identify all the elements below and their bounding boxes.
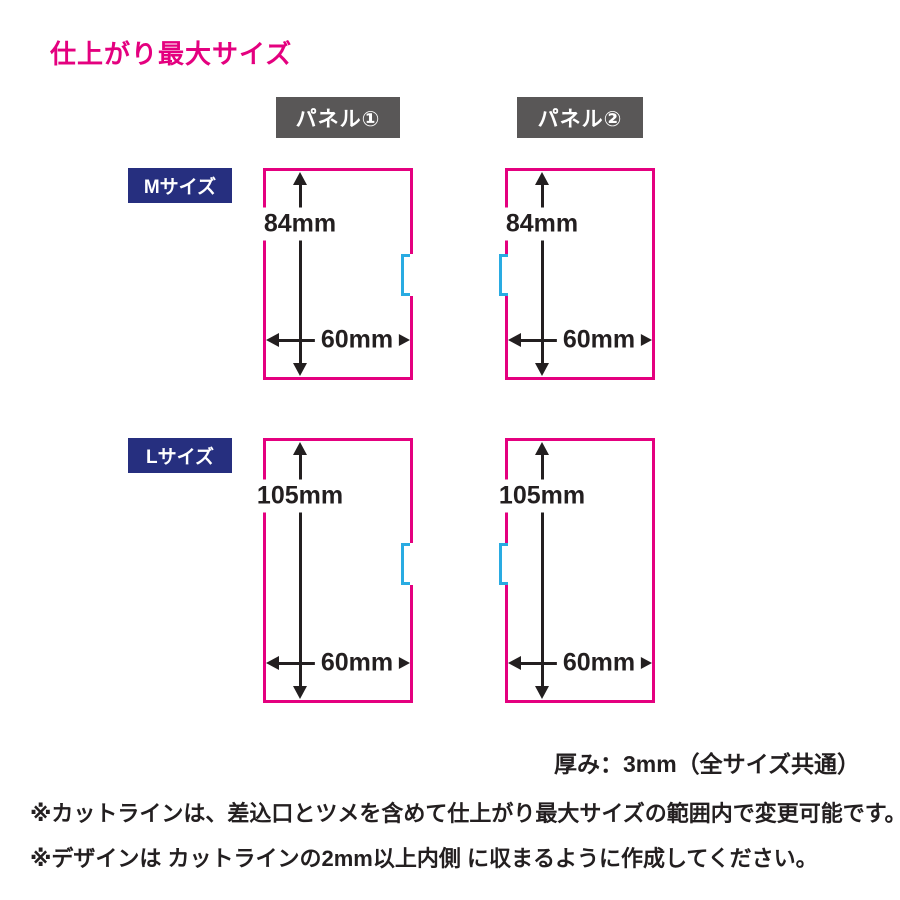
arrowhead-left-icon [266, 333, 279, 347]
width-dimension-label: 60mm [556, 648, 642, 678]
vertical-dimension-arrow [293, 172, 307, 376]
width-dimension-label: 60mm [314, 648, 400, 678]
panel2-l-cutline: 105mm 60mm [497, 438, 655, 703]
arrowhead-right-icon [397, 656, 410, 670]
arrowhead-right-icon [639, 333, 652, 347]
cutline-gap [410, 254, 413, 296]
insertion-slot-notch-icon [401, 254, 410, 296]
page-title: 仕上がり最大サイズ [50, 39, 293, 69]
arrowhead-up-icon [293, 172, 307, 185]
arrowhead-up-icon [535, 172, 549, 185]
arrowhead-down-icon [535, 686, 549, 699]
panel1-header: パネル① [276, 97, 400, 138]
panel1-l-cutline: 105mm 60mm [255, 438, 413, 703]
size-label-l: Lサイズ [128, 438, 232, 473]
dimension-line [298, 183, 302, 365]
arrowhead-left-icon [508, 656, 521, 670]
vertical-dimension-arrow [535, 172, 549, 376]
arrowhead-down-icon [293, 686, 307, 699]
arrowhead-down-icon [293, 363, 307, 376]
height-dimension-label: 105mm [255, 479, 345, 513]
dimension-line [540, 453, 544, 688]
arrowhead-right-icon [397, 333, 410, 347]
height-dimension-label: 84mm [504, 207, 580, 241]
vertical-dimension-arrow [293, 442, 307, 699]
note-design-margin: ※デザインは カットラインの2mm以上内側 に収まるように作成してください。 [30, 846, 818, 871]
panel1-m-cutline: 84mm 60mm [262, 168, 413, 380]
arrowhead-left-icon [508, 333, 521, 347]
width-dimension-label: 60mm [314, 325, 400, 355]
arrowhead-right-icon [639, 656, 652, 670]
insertion-slot-notch-icon [401, 543, 410, 585]
arrowhead-up-icon [293, 442, 307, 455]
tab-notch-icon [499, 254, 508, 296]
width-dimension-label: 60mm [556, 325, 642, 355]
tab-notch-icon [499, 543, 508, 585]
panel2-m-cutline: 84mm 60mm [499, 168, 655, 380]
dimension-line [540, 183, 544, 365]
size-label-m: Mサイズ [128, 168, 232, 203]
note-cutline: ※カットラインは、差込口とツメを含めて仕上がり最大サイズの範囲内で変更可能です。 [30, 801, 900, 826]
height-dimension-label: 105mm [497, 479, 587, 513]
vertical-dimension-arrow [535, 442, 549, 699]
thickness-note: 厚み：3mm（全サイズ共通） [553, 751, 860, 777]
arrowhead-down-icon [535, 363, 549, 376]
panel2-header: パネル② [517, 97, 643, 138]
dimension-line [298, 453, 302, 688]
arrowhead-up-icon [535, 442, 549, 455]
height-dimension-label: 84mm [262, 207, 338, 241]
arrowhead-left-icon [266, 656, 279, 670]
cutline-gap [410, 543, 413, 585]
